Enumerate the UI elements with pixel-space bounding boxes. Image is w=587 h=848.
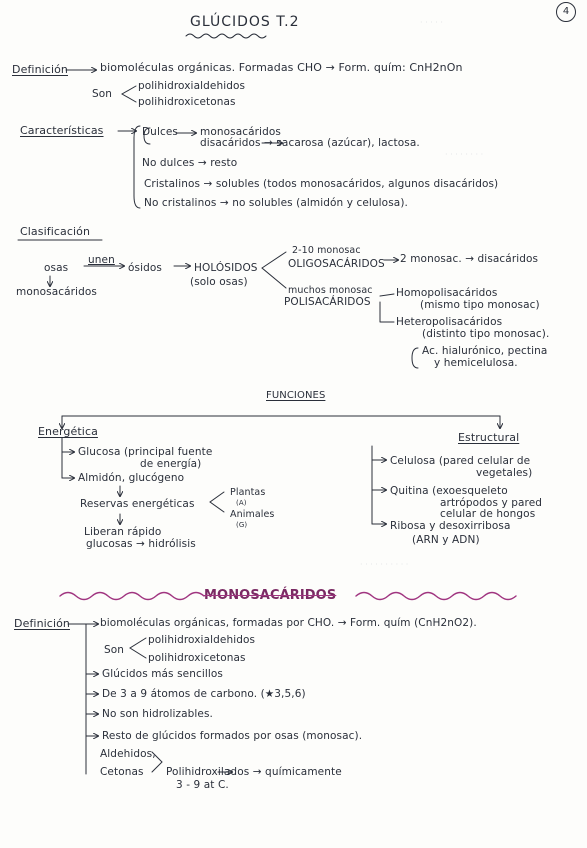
- no-cristalinos-text: No cristalinos → no solubles (almidón y …: [144, 197, 408, 209]
- liberan-line-1: Liberan rápido: [84, 526, 162, 538]
- page-title: GLÚCIDOS T.2: [190, 14, 300, 30]
- son-label: Son: [92, 88, 113, 100]
- animales-tag: (G): [236, 521, 248, 529]
- polisacaridos-label: POLISACÁRIDOS: [284, 296, 371, 308]
- disacaridos-result: 2 monosac. → disacáridos: [400, 253, 539, 265]
- monosacaridos-option-1: polihidroxialdehidos: [148, 634, 256, 646]
- definicion-option-2: polihidroxicetonas: [138, 96, 236, 108]
- ribosa-line-1: Ribosa y desoxirribosa: [390, 520, 511, 532]
- hetero-example-1: Ac. hialurónico, pectina: [422, 345, 548, 357]
- osas-label: osas: [44, 262, 69, 274]
- monosacaridos-option-2: polihidroxicetonas: [148, 652, 246, 664]
- definicion-option-1: polihidroxialdehidos: [138, 80, 246, 92]
- energetica-heading: Energética: [38, 425, 98, 438]
- bleed-through-text: · · · · ·: [420, 18, 443, 27]
- osidos-label: ósidos: [128, 262, 162, 274]
- polihidroxilados-text: Polihidroxilados → químicamente: [166, 766, 342, 778]
- definicion-heading: Definición: [12, 63, 68, 76]
- celulosa-line-1: Celulosa (pared celular de: [390, 455, 531, 467]
- cetonas-label: Cetonas: [100, 766, 144, 778]
- heteropolisacaridos-label: Heteropolisacáridos: [396, 316, 503, 328]
- glucosa-line-2: de energía): [140, 458, 202, 470]
- definicion-text: biomoléculas orgánicas. Formadas CHO → F…: [100, 61, 463, 74]
- clasificacion-heading: Clasificación: [20, 225, 91, 238]
- quitina-line-2: artrópodos y pared: [440, 497, 543, 509]
- quitina-line-3: celular de hongos: [440, 508, 536, 520]
- monosacaridos-point-1: Glúcidos más sencillos: [102, 668, 223, 680]
- plantas-tag: (A): [236, 499, 247, 507]
- reservas-energeticas: Reservas energéticas: [80, 498, 195, 510]
- quitina-line-1: Quitina (exoesqueleto: [390, 485, 508, 497]
- liberan-line-2: glucosas → hidrólisis: [86, 538, 196, 550]
- glucosa-line-1: Glucosa (principal fuente: [78, 446, 213, 458]
- monosacaridos-definicion-heading: Definición: [14, 617, 70, 630]
- ribosa-line-2: (ARN y ADN): [412, 534, 480, 546]
- monosacaridos-title: MONOSACÁRIDOS: [204, 588, 337, 603]
- almidon-glucogeno: Almidón, glucógeno: [78, 472, 185, 484]
- disacaridos-text: disacáridos → sacarosa (azúcar), lactosa…: [200, 137, 420, 149]
- oligosacaridos-label: OLIGOSACÁRIDOS: [288, 258, 385, 270]
- celulosa-line-2: vegetales): [476, 467, 533, 479]
- homopolisacaridos-desc: (mismo tipo monosac): [420, 299, 540, 311]
- heteropolisacaridos-desc: (distinto tipo monosac).: [422, 328, 550, 340]
- monosacaridos-point-3: No son hidrolizables.: [102, 708, 213, 720]
- funciones-heading: FUNCIONES: [266, 390, 326, 401]
- unen-label: unen: [88, 254, 115, 266]
- monosacaridos-definicion-text: biomoléculas orgánicas, formadas por CHO…: [100, 617, 477, 629]
- monosacaridos-label: monosacáridos: [200, 126, 281, 138]
- holosidos-label: HOLÓSIDOS: [194, 262, 258, 274]
- bleed-through-text: · · · · · · · ·: [445, 150, 484, 159]
- cristalinos-text: Cristalinos → solubles (todos monosacári…: [144, 178, 499, 190]
- monosacaridos-point-4: Resto de glúcidos formados por osas (mon…: [102, 730, 363, 742]
- bleed-through-text: · · · · · · · · · ·: [360, 560, 409, 569]
- plantas-label: Plantas: [230, 487, 266, 498]
- animales-label: Animales: [230, 509, 275, 520]
- monosacaridos-son-label: Son: [104, 644, 125, 656]
- oligo-range: 2-10 monosac: [292, 245, 361, 256]
- monosacaridos-point-2: De 3 a 9 átomos de carbono. (★3,5,6): [102, 688, 306, 700]
- monosacaridos-label: monosacáridos: [16, 286, 97, 298]
- homopolisacaridos-label: Homopolisacáridos: [396, 287, 498, 299]
- caracteristicas-heading: Características: [20, 124, 104, 137]
- no-dulces-text: No dulces → resto: [142, 157, 238, 169]
- hetero-example-2: y hemicelulosa.: [434, 357, 518, 369]
- poli-range: muchos monosac: [288, 285, 373, 296]
- estructural-heading: Estructural: [458, 431, 520, 444]
- dulces-label: Dulces: [142, 126, 178, 138]
- solo-osas-note: (solo osas): [190, 276, 248, 288]
- page-number-badge: 4: [556, 2, 576, 22]
- carbon-range: 3 - 9 at C.: [176, 779, 229, 791]
- aldehidos-label: Aldehidos,: [100, 748, 156, 760]
